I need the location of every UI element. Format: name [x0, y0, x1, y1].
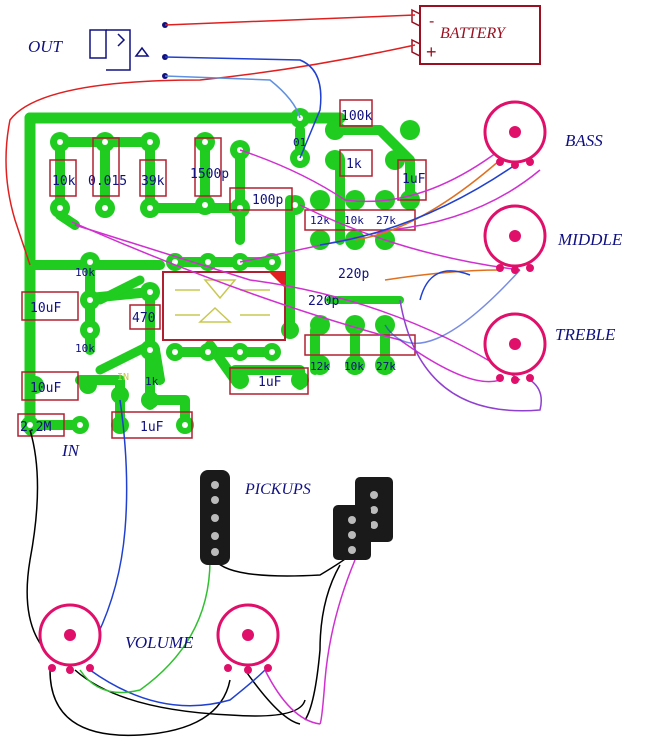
battery-label: BATTERY	[440, 25, 507, 42]
r-27k-b-label: 27k	[376, 360, 396, 373]
c-220p-b-label: 220p	[308, 294, 339, 309]
in-label: IN	[61, 441, 81, 460]
r-10k-mid-label: 10k	[75, 342, 95, 355]
r-12k-b-label: 12k	[310, 360, 330, 373]
pot-volume-2[interactable]	[216, 603, 280, 674]
middle-label: MIDDLE	[557, 230, 623, 249]
pot-treble[interactable]	[483, 312, 547, 384]
r-27k-a-label: 27k	[376, 214, 396, 227]
r-1k-label: 1k	[346, 157, 362, 172]
c-100p-label: 100p	[252, 193, 283, 208]
battery-symbol: - + BATTERY	[411, 5, 541, 65]
pot-bass[interactable]	[483, 100, 547, 169]
wires	[5, 14, 542, 737]
volume-label: VOLUME	[125, 633, 194, 652]
c-1uf-low-label: 1uF	[140, 420, 164, 435]
component-labels: 100k 1k 10k 0.015 39k 1500p 100p 1uF 12k…	[20, 109, 426, 435]
r-10k-c-label: 10k	[344, 360, 364, 373]
battery-minus-label: -	[429, 13, 434, 30]
c-10uf-b-label: 10uF	[30, 381, 61, 396]
in-small-label: IN	[117, 372, 129, 383]
r-100k-label: 100k	[341, 109, 372, 124]
r-12k-a-label: 12k	[310, 214, 330, 227]
r-2-2m-label: 2.2M	[20, 420, 51, 435]
r-10k-b-label: 10k	[344, 214, 364, 227]
output-jack	[89, 22, 168, 79]
c-1uf-mid-label: 1uF	[258, 375, 282, 390]
c-0015-label: 0.015	[88, 174, 127, 189]
pot-middle[interactable]	[483, 204, 547, 274]
c-10uf-a-label: 10uF	[30, 301, 61, 316]
r-39k-label: 39k	[141, 174, 165, 189]
c-220p-a-label: 220p	[338, 267, 369, 282]
battery-plus-label: +	[426, 42, 437, 62]
r-10k-top-label: 10k	[52, 174, 76, 189]
pot-volume-1[interactable]	[38, 603, 102, 674]
bass-label: BASS	[565, 131, 603, 150]
r-1k-small-label: 1k	[145, 375, 159, 388]
pickups-label: PICKUPS	[244, 481, 311, 498]
r-10k-left-label: 10k	[75, 266, 95, 279]
pcb-pads	[21, 108, 420, 434]
r-470-label: 470	[132, 311, 155, 326]
c-1uf-right-label: 1uF	[402, 172, 426, 187]
pickup-single	[200, 470, 230, 565]
pickup-split-2	[333, 505, 371, 560]
r-01-label: 01	[293, 136, 306, 149]
c-1500p-label: 1500p	[190, 167, 229, 182]
treble-label: TREBLE	[555, 325, 616, 344]
out-label: OUT	[28, 37, 64, 56]
